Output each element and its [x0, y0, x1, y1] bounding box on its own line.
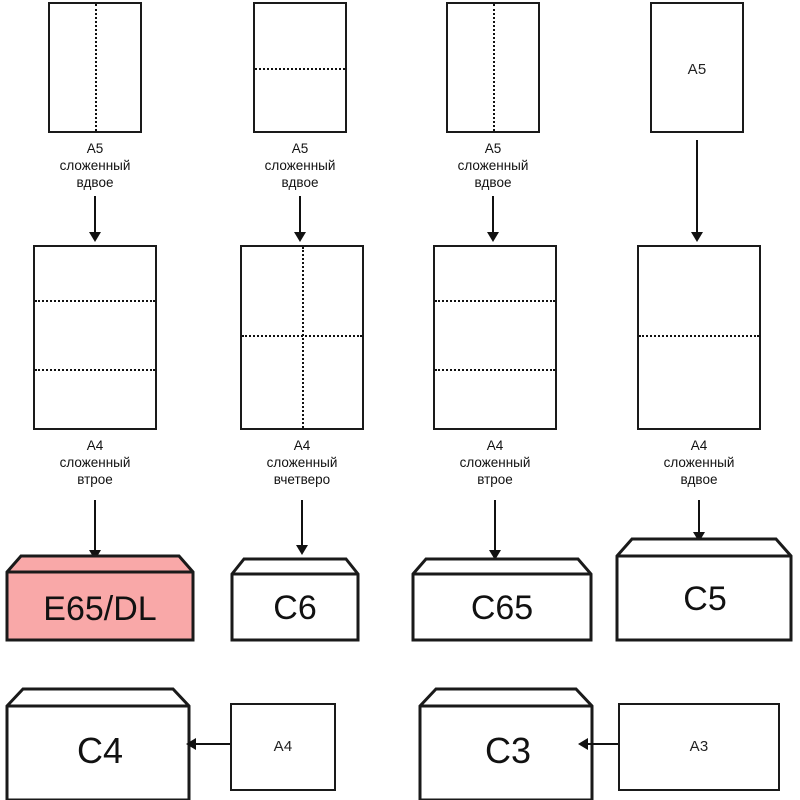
fold-line-horizontal-lower	[35, 369, 155, 371]
fold-line-horizontal	[255, 68, 345, 70]
arrow-a5-to-a4-col3	[486, 196, 500, 242]
caption-a5-col1: A5 сложенный вдвое	[59, 141, 131, 190]
sheet-inner-label: A4	[273, 738, 293, 755]
envelope-label: C6	[273, 589, 317, 627]
arrow-a4-to-envelope-col3	[488, 500, 502, 560]
envelope-label: C65	[470, 589, 534, 627]
caption-a5-col2: A5 сложенный вдвое	[264, 141, 336, 190]
caption-a4-col3: A4 сложенный втрое	[459, 438, 531, 487]
envelope-label: C3	[484, 730, 532, 771]
sheet-a4-col1	[33, 245, 157, 430]
envelope-c3: C3	[418, 686, 598, 800]
sheet-a5-col4: A5	[650, 2, 744, 133]
arrow-a5-to-a4-col2	[293, 196, 307, 242]
fold-line-horizontal	[639, 335, 759, 337]
fold-line-vertical	[95, 4, 97, 131]
envelope-label: C5	[683, 580, 727, 618]
caption-a4-col2: A4 сложенный вчетверо	[266, 438, 338, 487]
sheet-a4-bottom: A4	[230, 703, 336, 791]
caption-a4-col1: A4 сложенный втрое	[59, 438, 131, 487]
arrow-a4-to-envelope-col4	[692, 500, 706, 542]
sheet-inner-label: A3	[689, 738, 709, 755]
envelope-label: C4	[76, 730, 124, 771]
fold-line-vertical	[493, 4, 495, 131]
caption-a4-col4: A4 сложенный вдвое	[663, 438, 735, 487]
envelope-e65-dl: E65/DL	[5, 552, 195, 642]
envelope-c4: C4	[5, 686, 195, 800]
fold-line-horizontal-lower	[435, 369, 555, 371]
envelope-label: E65/DL	[43, 590, 157, 628]
fold-line-horizontal-upper	[435, 300, 555, 302]
arrow-a3-to-c3	[578, 737, 622, 751]
arrow-a5-to-a4-col1	[88, 196, 102, 242]
arrow-a4-to-c4	[186, 737, 230, 751]
envelope-c5: C5	[615, 536, 795, 642]
arrow-a4-to-envelope-col1	[88, 500, 102, 560]
fold-line-vertical	[302, 247, 304, 428]
sheet-inner-label: A5	[687, 61, 707, 78]
sheet-a5-col1	[48, 2, 142, 133]
sheet-a4-col3	[433, 245, 557, 430]
caption-a5-col3: A5 сложенный вдвое	[457, 141, 529, 190]
sheet-a3-bottom: A3	[618, 703, 780, 791]
sheet-a4-col2	[240, 245, 364, 430]
sheet-a4-col4	[637, 245, 761, 430]
sheet-a5-col3	[446, 2, 540, 133]
arrow-a4-to-envelope-col2	[295, 500, 309, 555]
sheet-a5-col2	[253, 2, 347, 133]
envelope-c6: C6	[230, 556, 360, 642]
arrow-a5-to-a4-col4	[690, 140, 704, 242]
envelope-c65: C65	[411, 556, 593, 642]
fold-line-horizontal-upper	[35, 300, 155, 302]
